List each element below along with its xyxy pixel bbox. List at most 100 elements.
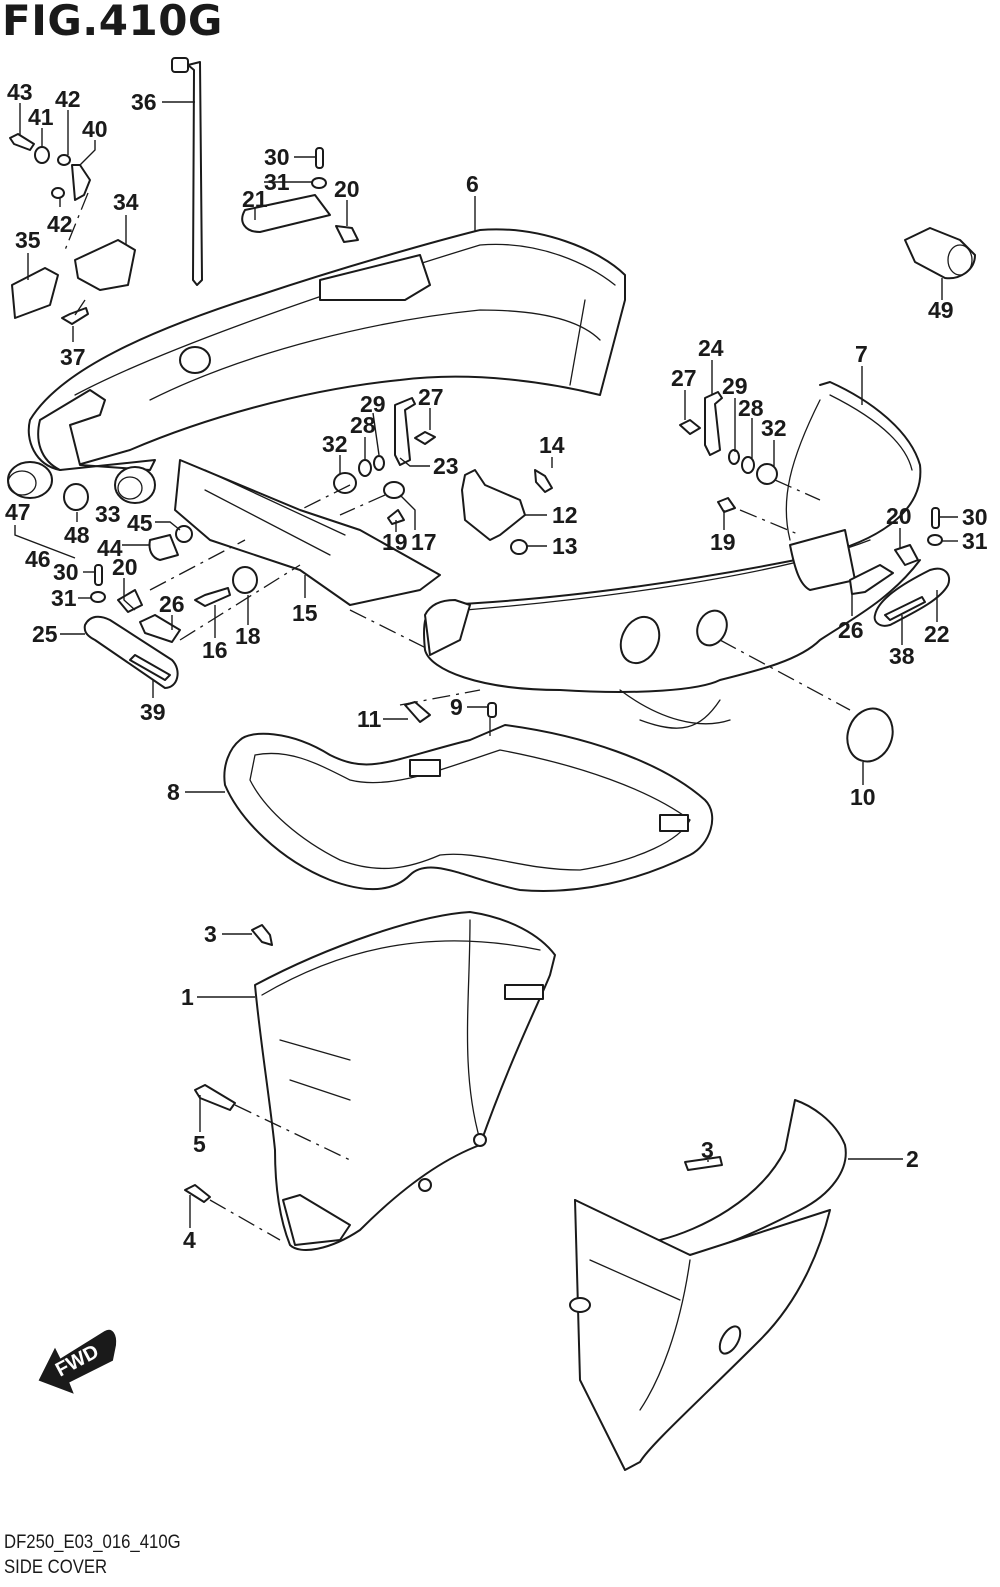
- part-33-connector[interactable]: [114, 466, 156, 504]
- part-10-cap[interactable]: [840, 702, 900, 768]
- callout-6: 6: [466, 171, 479, 197]
- part-8-seal[interactable]: [223, 724, 714, 892]
- part-23-hook[interactable]: [394, 397, 416, 466]
- callout-17: 17: [411, 529, 437, 555]
- callout-27-right: 27: [671, 365, 697, 391]
- part-4-bolt[interactable]: [184, 1184, 211, 1203]
- part-32-collar-right[interactable]: [756, 463, 778, 485]
- callout-10: 10: [850, 784, 876, 810]
- callout-38: 38: [889, 643, 915, 669]
- figure-footer: DF250_E03_016_410G SIDE COVER: [4, 1530, 181, 1580]
- fwd-direction-badge: FWD: [38, 1329, 117, 1394]
- callout-16: 16: [202, 637, 228, 663]
- callout-35: 35: [15, 227, 41, 253]
- part-20-stud-top[interactable]: [335, 225, 359, 243]
- part-40-plate[interactable]: [71, 164, 91, 201]
- part-28-washer-mid[interactable]: [358, 459, 372, 477]
- callout-47: 47: [5, 499, 31, 525]
- figure-name: SIDE COVER: [4, 1557, 108, 1578]
- part-9-pin[interactable]: [487, 702, 497, 718]
- part-14-bolt[interactable]: [534, 469, 553, 493]
- callout-31-left: 31: [51, 585, 77, 611]
- part-49-plug[interactable]: [904, 227, 976, 280]
- part-42-collar-bottom[interactable]: [51, 187, 65, 199]
- callout-4: 4: [183, 1227, 196, 1253]
- part-35-latch[interactable]: [11, 267, 59, 319]
- part-47-grommet[interactable]: [7, 461, 53, 499]
- callout-7: 7: [855, 341, 868, 367]
- part-1-lower-cover-left[interactable]: [254, 911, 556, 1251]
- callout-30-right: 30: [962, 504, 988, 530]
- part-25-handle-left[interactable]: [83, 615, 179, 689]
- part-16-bolt[interactable]: [194, 587, 231, 607]
- part-38-emblem[interactable]: [884, 596, 926, 621]
- part-31-grommet-left[interactable]: [90, 591, 106, 603]
- part-28-washer-right[interactable]: [741, 456, 755, 474]
- part-3-clip-top[interactable]: [251, 924, 273, 946]
- part-5-bolt[interactable]: [194, 1084, 236, 1111]
- callout-1: 1: [181, 984, 194, 1010]
- part-34-bracket[interactable]: [74, 239, 136, 291]
- callout-28-mid: 28: [350, 412, 376, 438]
- part-27-bolt-right[interactable]: [679, 419, 701, 435]
- part-13-nut[interactable]: [510, 539, 528, 555]
- callout-30-top: 30: [264, 144, 290, 170]
- callout-28-right: 28: [738, 395, 764, 421]
- part-27-bolt-mid[interactable]: [414, 431, 436, 445]
- part-17-stud[interactable]: [383, 481, 405, 499]
- part-24-hook[interactable]: [704, 391, 723, 456]
- part-19-bolt-mid[interactable]: [387, 509, 405, 525]
- part-18-grommet[interactable]: [232, 566, 258, 594]
- part-20-stud-left[interactable]: [117, 589, 143, 613]
- callout-29-mid: 29: [360, 391, 386, 417]
- part-12-bracket[interactable]: [461, 469, 526, 541]
- part-42-collar-top[interactable]: [57, 154, 71, 166]
- callout-23: 23: [433, 453, 459, 479]
- part-20-stud-right[interactable]: [894, 544, 919, 566]
- part-30-pin-right[interactable]: [931, 507, 940, 529]
- part-44-plug[interactable]: [148, 534, 179, 561]
- part-43-bolt[interactable]: [9, 133, 35, 151]
- callout-41: 41: [28, 104, 54, 130]
- callout-36: 36: [131, 89, 157, 115]
- callout-27-mid: 27: [418, 384, 444, 410]
- callout-30-left: 30: [53, 559, 79, 585]
- part-37-screw[interactable]: [61, 307, 89, 325]
- callout-39: 39: [140, 699, 166, 725]
- part-26-latch-left[interactable]: [139, 614, 181, 643]
- part-21-handle[interactable]: [241, 194, 331, 233]
- part-29-ring-right[interactable]: [728, 449, 740, 465]
- part-32-collar-mid[interactable]: [333, 472, 357, 494]
- part-29-ring-mid[interactable]: [373, 455, 385, 471]
- callout-9: 9: [450, 694, 463, 720]
- callout-labels: 43 41 42 40 42 34 35 37 36 30 31 21 20 6…: [5, 79, 988, 1253]
- part-36-tie-strap[interactable]: [171, 57, 203, 286]
- part-19-bolt-right[interactable]: [717, 497, 736, 513]
- callout-44: 44: [97, 535, 123, 561]
- part-2-lower-cover-right[interactable]: [569, 1099, 847, 1471]
- callout-19-right: 19: [710, 529, 736, 555]
- part-3-clip-bottom[interactable]: [684, 1156, 723, 1171]
- part-7-side-cover-right[interactable]: [422, 381, 922, 729]
- callout-34: 34: [113, 189, 139, 215]
- part-31-grommet-top[interactable]: [311, 177, 327, 189]
- part-41-washer[interactable]: [34, 146, 50, 164]
- callout-11: 11: [357, 706, 382, 732]
- part-11-screw[interactable]: [404, 701, 431, 723]
- part-26-latch-right[interactable]: [849, 564, 894, 595]
- part-30-pin-left[interactable]: [94, 564, 103, 586]
- callout-18: 18: [235, 623, 261, 649]
- part-30-pin-top[interactable]: [315, 147, 324, 169]
- callout-29-right: 29: [722, 373, 748, 399]
- callout-22: 22: [924, 621, 950, 647]
- part-31-grommet-right[interactable]: [927, 534, 943, 546]
- callout-3-bottom: 3: [701, 1137, 714, 1163]
- callout-43: 43: [7, 79, 33, 105]
- callout-20-right: 20: [886, 503, 912, 529]
- part-6-side-cover-upper-left[interactable]: [27, 228, 626, 606]
- part-48-cap[interactable]: [63, 483, 89, 511]
- callout-19-mid: 19: [382, 529, 408, 555]
- callout-20-top: 20: [334, 176, 360, 202]
- callout-42-bottom: 42: [47, 211, 73, 237]
